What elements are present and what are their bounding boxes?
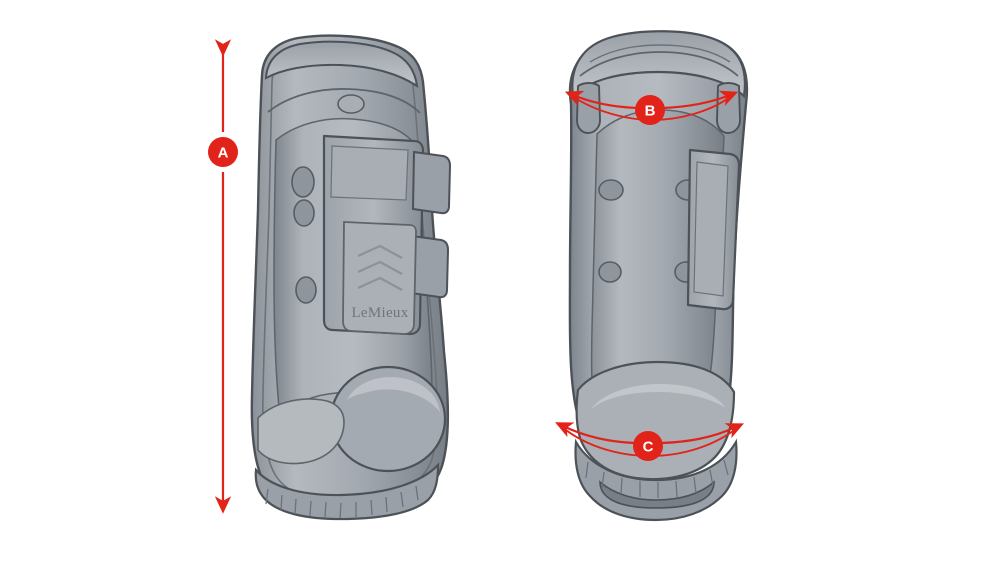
left-boot-upper-seam (267, 88, 421, 114)
right-boot-lower-highlight (590, 384, 726, 410)
right-boot-front-view (568, 30, 749, 522)
rim-texture-line (265, 488, 269, 505)
left-boot-strike-pad (257, 398, 345, 465)
rim-texture-line (309, 500, 312, 517)
rim-texture-line (385, 496, 388, 513)
measurement-c-group: C (555, 422, 745, 461)
measurement-b-label: B (645, 103, 656, 120)
rim-texture-line (294, 498, 297, 515)
right-boot-tab-right (716, 82, 741, 134)
measurement-b-arc-right (662, 90, 739, 110)
vent-hole (598, 261, 622, 283)
left-boot-outer-side-view: LeMieux (250, 34, 452, 521)
rim-texture-line (601, 471, 605, 489)
chevron-icon (357, 276, 403, 291)
rim-texture-line (280, 494, 283, 511)
rim-texture-line (324, 501, 327, 518)
rim-texture-line (693, 476, 697, 494)
left-boot-strap-texture (330, 145, 409, 201)
rim-texture-line (400, 491, 404, 508)
rim-texture-line (415, 485, 419, 501)
right-boot-lower-shell (575, 360, 736, 481)
vent-hole (295, 276, 317, 304)
measurement-a-badge (208, 137, 238, 167)
chevron-icon (357, 244, 403, 259)
vent-hole (291, 166, 315, 198)
left-boot-top-cuff (264, 40, 419, 89)
vent-hole (598, 179, 624, 201)
right-boot-cuff-inner (589, 44, 731, 63)
right-boot-strap-inner (693, 161, 729, 297)
measurement-b-arc-left (564, 90, 638, 110)
measurement-b-group: B (564, 90, 739, 125)
vent-hole (337, 94, 365, 114)
vent-hole (293, 199, 315, 227)
rim-texture-line (370, 499, 373, 516)
rim-texture-line (339, 502, 342, 519)
measurement-c-arc-left (555, 422, 635, 445)
left-boot-buckle-lower (409, 234, 450, 299)
rim-texture-line (585, 461, 589, 479)
measurement-a-group: A (208, 39, 238, 514)
rim-texture-line (620, 477, 623, 495)
measurement-a-label: A (218, 145, 229, 162)
rim-texture-line (675, 480, 678, 498)
measurement-c-badge (633, 431, 663, 461)
chevron-icon (357, 260, 403, 275)
right-boot-top-cuff (571, 30, 746, 99)
left-boot-buckle-upper (411, 150, 452, 215)
brand-logo-text: LeMieux (351, 305, 408, 321)
measurement-c-label: C (643, 439, 654, 456)
measurement-c-arc-right (661, 423, 745, 445)
left-boot-fetlock-highlight (347, 377, 440, 412)
right-boot-bottom-opening (599, 480, 715, 509)
rim-texture-line (709, 469, 714, 487)
right-boot-cuff-seam (579, 51, 739, 77)
measurement-b-badge (635, 95, 665, 125)
rim-texture-line (723, 459, 729, 476)
